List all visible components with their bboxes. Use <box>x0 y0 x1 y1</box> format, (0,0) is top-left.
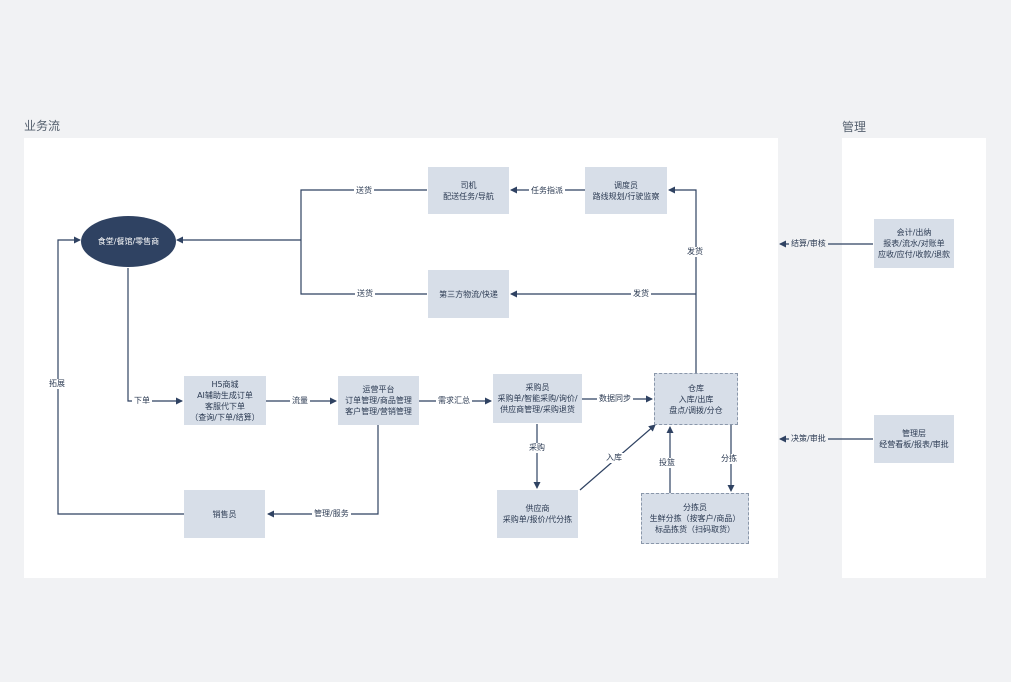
salesperson-node: 销售员 <box>184 490 265 538</box>
driver-third-party-trunk <box>300 189 427 295</box>
arrow-canteen-to-h5 <box>127 268 183 405</box>
supplier-desc: 采购单/报价/代分拣 <box>502 515 573 524</box>
driver-node: 司机 配送任务/导航 <box>428 167 509 214</box>
arrow-warehouse-to-dispatcher <box>668 186 697 373</box>
accounting-title: 会计/出纳 <box>896 228 932 237</box>
supplier-node: 供应商 采购单/报价/代分拣 <box>497 490 578 538</box>
accounting-node: 会计/出纳 报表/流水/对账单 应收/应付/收款/退款 <box>874 219 954 268</box>
management-layer-node: 管理层 经营看板/报表/审批 <box>874 415 954 463</box>
ops-title: 运营平台 <box>362 385 395 394</box>
sorter-desc-1: 生鲜分拣（按客户/商品） <box>649 514 741 523</box>
edge-label-decision-approval: 决策/审批 <box>789 434 828 444</box>
dispatcher-node: 调度员 路线规划/行驶监察 <box>585 167 667 214</box>
arrow-salesperson-to-canteen <box>57 236 184 515</box>
business-flow-title: 业务流 <box>24 119 61 133</box>
management-panel <box>842 138 986 578</box>
warehouse-title: 仓库 <box>688 383 704 393</box>
canteen-label: 食堂/餐馆/零售商 <box>97 237 160 246</box>
warehouse-desc-2: 盘点/调拨/分仓 <box>669 405 723 415</box>
accounting-desc-1: 报表/流水/对账单 <box>883 239 945 248</box>
supplier-title: 供应商 <box>525 504 550 513</box>
h5-desc-3: （查询/下单/结算） <box>190 412 260 422</box>
h5-title: H5商城 <box>211 379 239 389</box>
sorter-title: 分拣员 <box>683 503 707 512</box>
edge-label-order: 下单 <box>132 396 152 406</box>
buyer-desc-1: 采购单/智能采购/询价/ <box>497 394 578 403</box>
edge-label-deliver-bottom: 送货 <box>355 289 375 299</box>
edge-label-sorting: 分拣 <box>719 454 739 464</box>
sorter-desc-2: 标品拣货（扫码取货） <box>655 525 735 534</box>
h5-desc-1: AI辅助生成订单 <box>197 390 253 400</box>
warehouse-node: 仓库 入库/出库 盘点/调拨/分仓 <box>654 373 738 425</box>
dispatcher-desc: 路线规划/行驶监察 <box>592 191 660 201</box>
edge-label-settle-audit: 结算/审核 <box>789 239 828 249</box>
arrow-ops-to-salesperson <box>267 425 379 518</box>
edge-label-deliver-top: 送货 <box>354 186 374 196</box>
edge-label-task-dispatch: 任务指派 <box>529 186 565 196</box>
accounting-desc-2: 应收/应付/收款/退款 <box>877 250 951 259</box>
edge-label-purchase: 采购 <box>527 443 547 453</box>
driver-title: 司机 <box>460 180 477 190</box>
warehouse-desc-1: 入库/出库 <box>678 394 714 404</box>
salesperson-label: 销售员 <box>212 509 237 519</box>
edge-label-ship-right: 发货 <box>685 247 705 257</box>
edge-label-dispatch-goods: 投篮 <box>657 458 677 468</box>
edge-label-demand-summary: 需求汇总 <box>436 396 472 406</box>
third-party-label: 第三方物流/快递 <box>439 289 498 299</box>
edge-label-inbound: 入库 <box>604 453 624 463</box>
management-layer-title: 管理层 <box>902 429 926 438</box>
management-title: 管理 <box>842 120 867 134</box>
edge-label-expand: 拓展 <box>47 379 67 389</box>
h5-mall-node: H5商城 AI辅助生成订单 客服代下单 （查询/下单/结算） <box>184 376 266 425</box>
ops-desc-1: 订单管理/商品管理 <box>345 396 412 405</box>
ops-platform-node: 运营平台 订单管理/商品管理 客户管理/营销管理 <box>338 376 419 425</box>
edge-label-manage-service: 管理/服务 <box>312 509 351 519</box>
ops-desc-2: 客户管理/营销管理 <box>345 407 412 416</box>
buyer-node: 采购员 采购单/智能采购/询价/ 供应商管理/采购退货 <box>493 374 582 423</box>
edge-label-traffic: 流量 <box>290 396 310 406</box>
h5-desc-2: 客服代下单 <box>205 401 245 411</box>
canteen-node: 食堂/餐馆/零售商 <box>81 216 176 267</box>
buyer-desc-2: 供应商管理/采购退货 <box>500 405 575 414</box>
dispatcher-title: 调度员 <box>614 180 638 190</box>
edge-label-data-sync: 数据同步 <box>597 394 633 404</box>
third-party-node: 第三方物流/快递 <box>428 270 509 318</box>
buyer-title: 采购员 <box>525 383 550 392</box>
sorter-node: 分拣员 生鲜分拣（按客户/商品） 标品拣货（扫码取货） <box>641 493 749 544</box>
management-layer-desc: 经营看板/报表/审批 <box>879 440 949 449</box>
driver-desc: 配送任务/导航 <box>443 191 494 201</box>
edge-label-ship-mid: 发货 <box>631 289 651 299</box>
